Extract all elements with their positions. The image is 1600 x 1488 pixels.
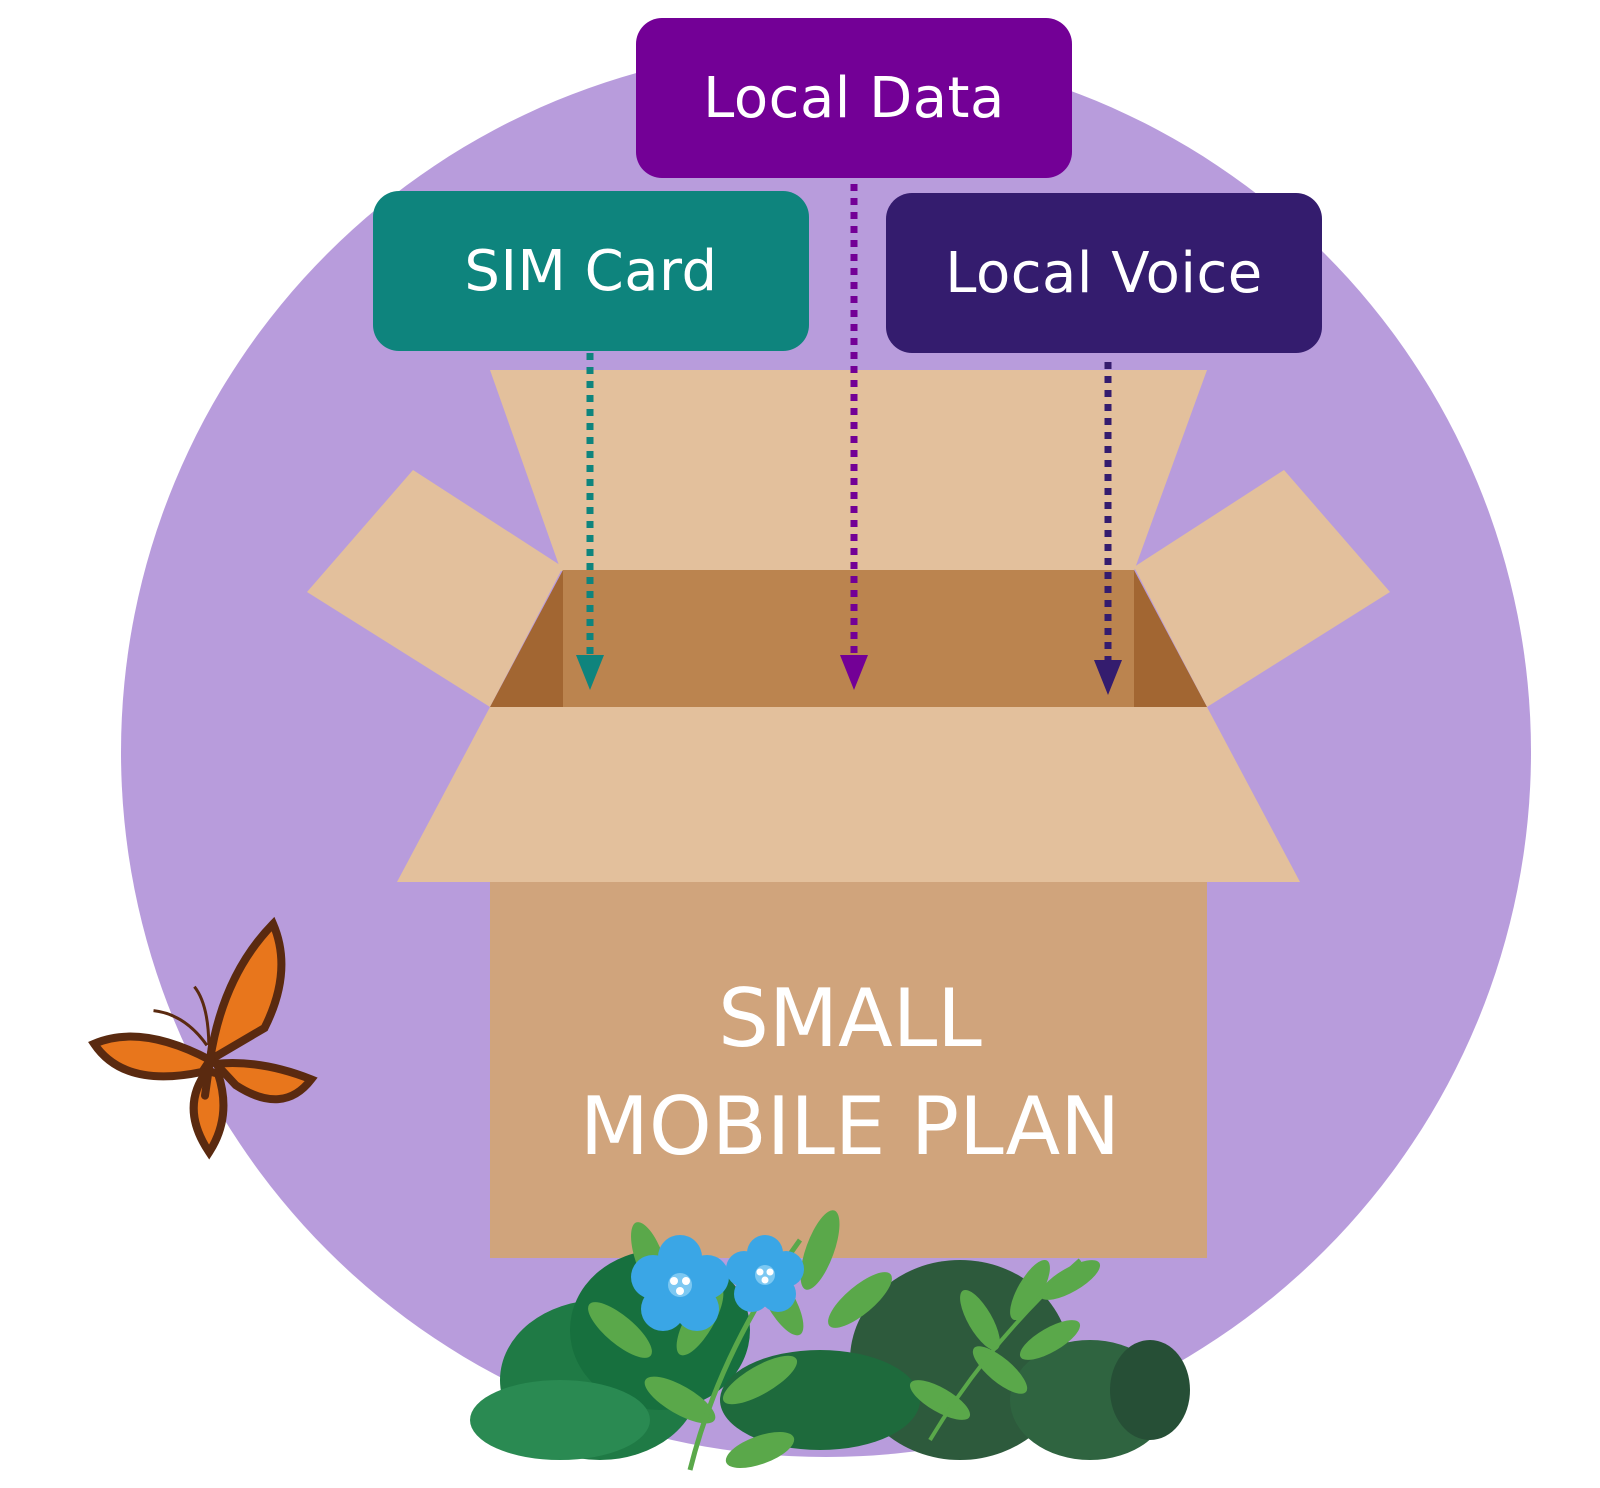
box-inside-back [563, 570, 1134, 707]
sim-card-label: SIM Card [464, 238, 718, 304]
plan-title: SMALL MOBILE PLAN [490, 965, 1210, 1181]
box-back-flap [490, 370, 1207, 571]
box-inside-right [1134, 570, 1207, 707]
arrow-local-voice [1094, 362, 1122, 695]
box-front [490, 882, 1207, 1258]
box-inside-left [490, 570, 563, 707]
arrow-down-icon [840, 655, 868, 690]
local-voice-label-box: Local Voice [886, 193, 1322, 353]
arrow-sim-card [576, 353, 604, 690]
local-voice-label: Local Voice [945, 240, 1263, 306]
box-right-flap [1134, 470, 1390, 707]
plan-title-line2: MOBILE PLAN [579, 1080, 1121, 1173]
local-data-label-box: Local Data [636, 18, 1072, 178]
butterfly-icon [88, 916, 318, 1160]
box-left-flap [307, 470, 563, 707]
arrow-down-icon [576, 655, 604, 690]
box-front-flap [397, 707, 1300, 882]
flower-icon [631, 1235, 804, 1331]
local-data-label: Local Data [703, 65, 1005, 131]
arrow-local-data [840, 184, 868, 690]
sim-card-label-box: SIM Card [373, 191, 809, 351]
plan-title-line1: SMALL [718, 972, 982, 1065]
arrow-down-icon [1094, 660, 1122, 695]
